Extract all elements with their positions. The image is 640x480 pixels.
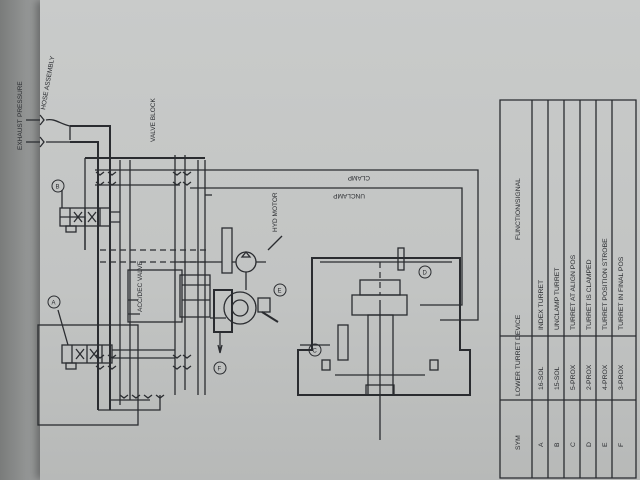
svg-text:2-PROX: 2-PROX	[586, 364, 593, 390]
table-row-function: UNCLAMP TURRET	[554, 268, 561, 330]
svg-text:16-SOL: 16-SOL	[538, 366, 545, 390]
svg-text:LOWER TURRET DEVICE: LOWER TURRET DEVICE	[515, 314, 522, 396]
table-row-sym: D	[586, 442, 593, 447]
svg-text:FUNCTION/SIGNAL: FUNCTION/SIGNAL	[515, 178, 522, 240]
table-row-function: INDEX TURRET	[538, 280, 545, 330]
svg-text:3-PROX: 3-PROX	[618, 364, 625, 390]
clamp-label: CLAMP	[348, 174, 370, 181]
callout-b-text: B	[56, 185, 60, 191]
callout-c-text: C	[313, 349, 318, 355]
svg-text:A: A	[538, 442, 545, 447]
acc-dec-label: ACC/DEC VALVE	[137, 260, 144, 312]
table-row-device: 5-PROX	[570, 364, 577, 390]
table-row-device: 4-PROX	[602, 364, 609, 390]
index-mechanism	[210, 289, 279, 354]
turret-body	[297, 247, 471, 440]
callout-a	[47, 295, 61, 309]
exhaust-label: EXHAUST	[17, 119, 24, 150]
callout-e	[273, 283, 287, 297]
table-header-function: FUNCTION/SIGNAL	[515, 178, 522, 240]
table-row-sym: B	[554, 442, 561, 447]
callout-e-text: E	[278, 289, 282, 295]
svg-text:TURRET IS CLAMPED: TURRET IS CLAMPED	[586, 259, 593, 330]
svg-text:TURRET AT ALIGN POS: TURRET AT ALIGN POS	[570, 254, 577, 330]
supply-connectors	[26, 114, 111, 152]
table-row-function: TURRET IS CLAMPED	[586, 259, 593, 330]
device-table	[499, 99, 637, 479]
callout-b	[51, 179, 65, 193]
table-row-device: 2-PROX	[586, 364, 593, 390]
svg-text:4-PROX: 4-PROX	[602, 364, 609, 390]
svg-text:INDEX TURRET: INDEX TURRET	[538, 280, 545, 330]
table-row-function: TURRET IN FINAL POS	[618, 256, 625, 330]
hydraulic-motor	[176, 227, 283, 290]
unclamp-label: UNCLAMP	[333, 192, 365, 199]
svg-text:15-SOL: 15-SOL	[554, 366, 561, 390]
solenoid-valve-b	[59, 190, 120, 250]
callout-f-text: F	[218, 367, 222, 373]
svg-text:TURRET IN FINAL POS: TURRET IN FINAL POS	[618, 256, 625, 330]
callout-f	[213, 361, 227, 375]
svg-text:5-PROX: 5-PROX	[570, 364, 577, 390]
callout-d-text: D	[423, 271, 428, 277]
solenoid-valve-a	[37, 309, 175, 426]
table-row-sym: C	[570, 442, 577, 447]
table-row-sym: E	[602, 442, 609, 447]
table-header-device: LOWER TURRET DEVICE	[515, 314, 522, 396]
pressure-label: PRESSURE	[17, 81, 24, 117]
svg-text:B: B	[554, 442, 561, 447]
svg-text:D: D	[586, 442, 593, 447]
table-row-function: TURRET POSITION STROBE	[602, 238, 609, 330]
svg-text:E: E	[602, 442, 609, 447]
svg-text:SYM: SYM	[515, 435, 522, 450]
callout-a-text: A	[52, 301, 56, 307]
svg-text:PRESSURE: PRESSURE	[17, 81, 24, 117]
svg-text:ACC/DEC VALVE: ACC/DEC VALVE	[137, 260, 144, 312]
table-row-device: 16-SOL	[538, 366, 545, 390]
svg-text:F: F	[618, 443, 625, 447]
table-row-device: 15-SOL	[554, 366, 561, 390]
svg-text:VALVE BLOCK: VALVE BLOCK	[150, 98, 157, 142]
callout-c	[308, 343, 322, 357]
table-row-function: TURRET AT ALIGN POS	[570, 254, 577, 330]
acc-dec-valve	[127, 269, 211, 323]
svg-text:UNCLAMP TURRET: UNCLAMP TURRET	[554, 268, 561, 330]
svg-text:TURRET POSITION STROBE: TURRET POSITION STROBE	[602, 238, 609, 330]
table-row-sym: A	[538, 442, 545, 447]
hose-assembly-label: HOSE ASSEMBLY	[40, 55, 56, 110]
svg-text:HYD MOTOR: HYD MOTOR	[272, 192, 279, 232]
table-row-sym: F	[618, 443, 625, 447]
hyd-motor-label: HYD MOTOR	[272, 192, 279, 232]
valve-block-label: VALVE BLOCK	[150, 98, 157, 142]
table-header-sym: SYM	[515, 435, 522, 450]
svg-text:HOSE ASSEMBLY: HOSE ASSEMBLY	[40, 55, 56, 110]
svg-text:C: C	[570, 442, 577, 447]
callout-d	[418, 265, 432, 279]
manifold-lines	[84, 152, 210, 411]
table-row-device: 3-PROX	[618, 364, 625, 390]
svg-text:EXHAUST: EXHAUST	[17, 119, 24, 150]
